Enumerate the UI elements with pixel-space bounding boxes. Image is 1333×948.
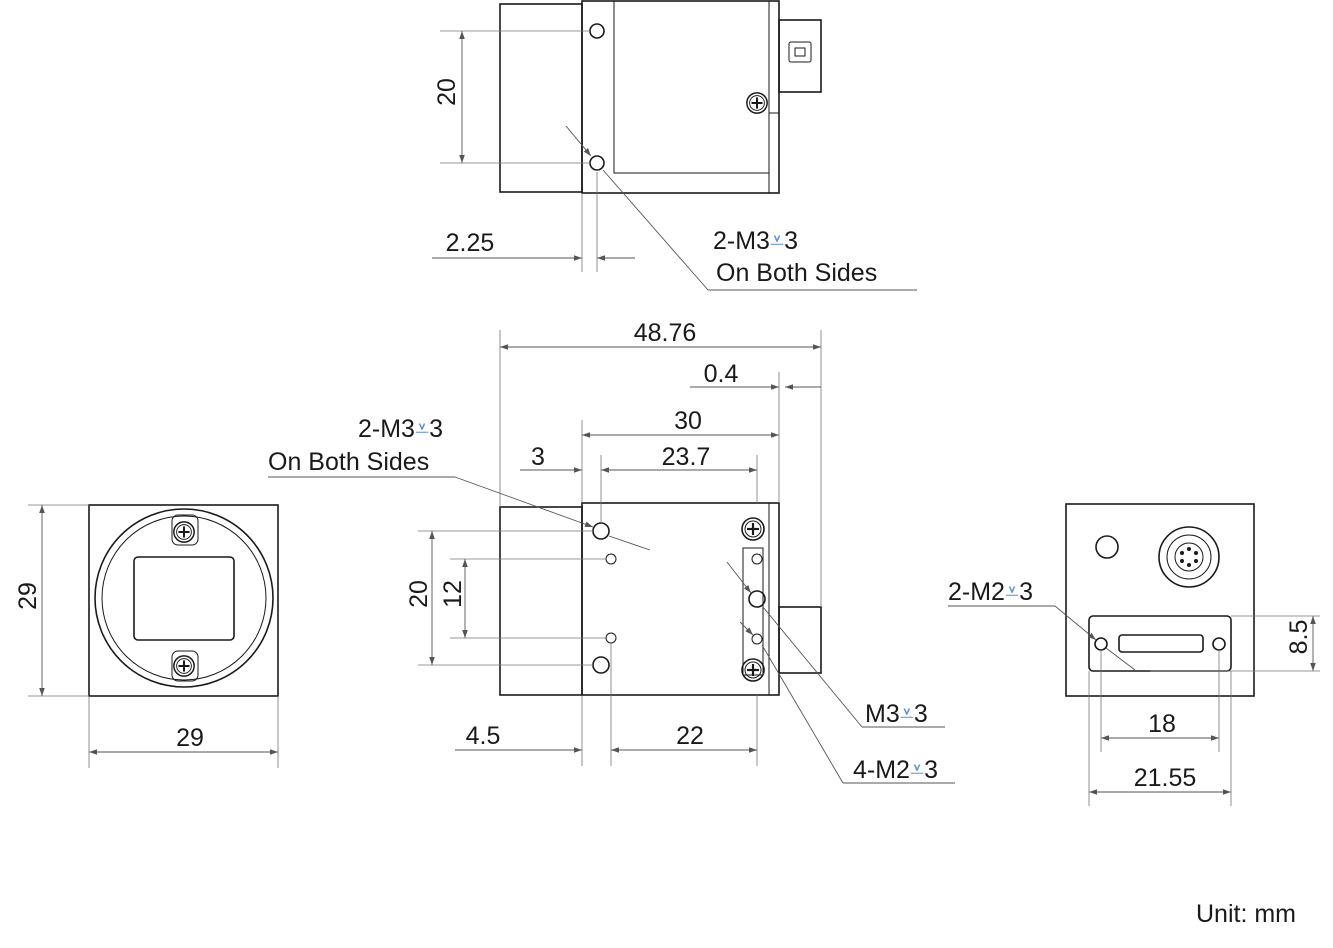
phillips-screw-icon (740, 516, 766, 542)
side-m3-callout: M3⩡3 (865, 700, 928, 728)
phillips-screw-icon (745, 91, 769, 115)
front-lens-ring-outer (94, 508, 274, 688)
side-dim-23-7: 23.7 (662, 443, 711, 471)
side-hole-m3-lower (592, 656, 610, 674)
top-dim-offset: 2.25 (446, 229, 495, 257)
rear-m2-callout: 2-M2⩡3 (948, 578, 1033, 606)
front-dim-width: 29 (176, 724, 204, 752)
phillips-screw-icon (740, 657, 766, 683)
rear-dim-8-5: 8.5 (1285, 620, 1313, 655)
top-hole-callout: 2-M3⩡3 (713, 227, 798, 255)
side-view: 48.76 0.4 30 3 23.7 20 12 4.5 22 (268, 319, 955, 784)
side-hole-m3-upper (592, 522, 610, 540)
side-connector (778, 606, 822, 674)
top-dim-height: 20 (433, 78, 461, 106)
top-hole-callout-sides: On Both Sides (716, 259, 877, 287)
front-dim-height: 29 (14, 582, 42, 610)
side-dim-12: 12 (439, 580, 467, 608)
side-dim-3: 3 (531, 443, 545, 471)
side-m2-callout: 4-M2⩡3 (853, 756, 938, 784)
front-view: 29 29 (14, 504, 279, 768)
rear-usb-plate (1088, 615, 1232, 672)
side-dim-flange-gap: 0.4 (704, 360, 739, 388)
top-connector (778, 19, 822, 93)
side-hole-callout: 2-M3⩡3 (358, 415, 443, 443)
rear-led (1095, 535, 1119, 559)
front-lens-ring-inner (101, 515, 267, 681)
phillips-screw-icon (172, 654, 196, 678)
top-hole-lower (589, 155, 605, 171)
top-label-panel (613, 0, 770, 174)
side-hole-callout-sides: On Both Sides (268, 448, 429, 476)
top-view: 20 2.25 2-M3⩡3 On Both Sides (432, 0, 917, 291)
side-body (581, 502, 780, 696)
side-dim-body-30: 30 (674, 407, 702, 435)
unit-label: Unit: mm (1196, 900, 1296, 928)
phillips-screw-icon (172, 520, 196, 544)
rear-body (1065, 503, 1255, 697)
side-dim-4-5: 4.5 (466, 722, 501, 750)
rear-view: 2-M2⩡3 8.5 18 21.55 (948, 503, 1320, 806)
side-dim-20: 20 (405, 580, 433, 608)
top-hole-upper (589, 23, 605, 39)
rear-usb-port (1118, 634, 1204, 653)
side-dim-overall-length: 48.76 (634, 319, 697, 347)
front-sensor-window (133, 556, 235, 641)
rear-io-connector (1158, 526, 1220, 588)
side-lens-mount (499, 506, 583, 696)
rear-dim-18: 18 (1148, 710, 1176, 738)
side-dim-22: 22 (676, 722, 704, 750)
top-lens-mount (499, 3, 583, 193)
rear-dim-21-55: 21.55 (1134, 764, 1197, 792)
front-body (88, 504, 279, 697)
